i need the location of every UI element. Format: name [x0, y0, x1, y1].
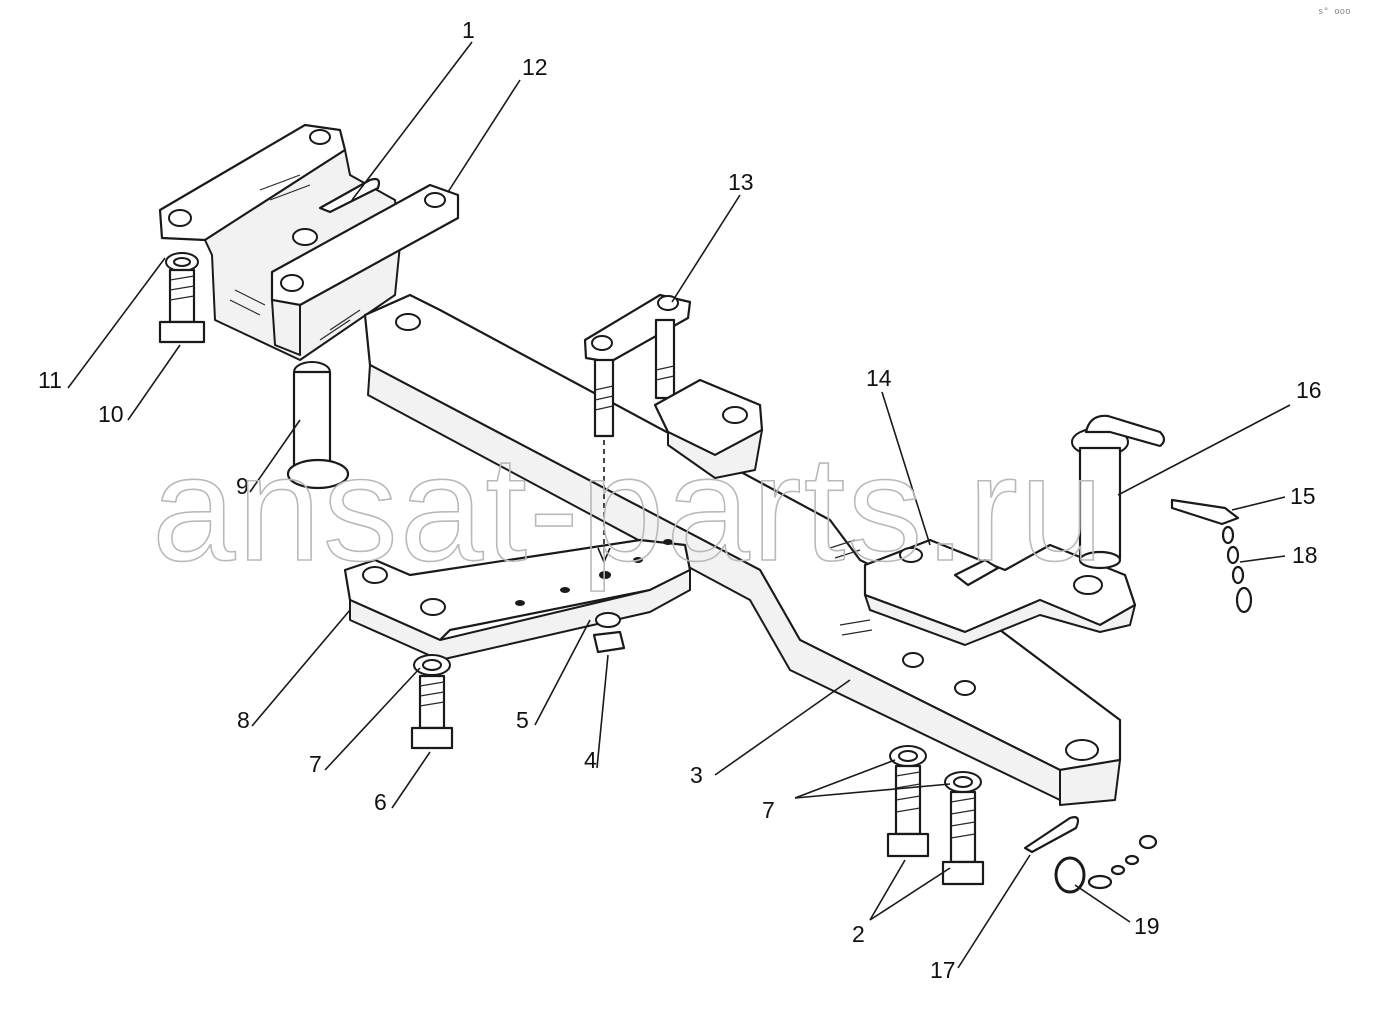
bolt-6	[410, 654, 454, 750]
bolt-2a	[886, 745, 930, 858]
callout-10: 10	[98, 401, 124, 427]
sector-8	[343, 538, 692, 661]
callout-6: 6	[374, 789, 387, 815]
clip-15	[1170, 498, 1240, 526]
clamp-13	[583, 293, 764, 565]
upper-bracket	[158, 123, 460, 361]
callout-15: 15	[1290, 483, 1316, 509]
hitch-block-14	[863, 538, 1137, 646]
nut-4	[592, 612, 626, 654]
callout-12: 12	[522, 54, 548, 80]
callout-14: 14	[866, 365, 892, 391]
bolt-2b	[941, 771, 985, 886]
callout-11: 11	[38, 367, 62, 393]
callout-7-left: 7	[309, 751, 322, 777]
bolt-10	[158, 252, 206, 344]
callout-3: 3	[690, 762, 703, 788]
watermark-text: ansat-parts.ru	[152, 424, 1105, 592]
callout-5: 5	[516, 707, 529, 733]
callout-16: 16	[1296, 377, 1322, 403]
callout-9: 9	[236, 473, 249, 499]
callout-19: 19	[1134, 913, 1160, 939]
callout-4: 4	[584, 747, 597, 773]
pin-16	[1071, 414, 1166, 570]
callouts: 1 12 13 14 16 15 18 11 10 9 8 7 6 5 4 3 …	[38, 17, 1322, 983]
callout-17: 17	[930, 957, 956, 983]
pin-9	[286, 361, 350, 490]
chain-18	[1221, 525, 1253, 614]
callout-1: 1	[462, 17, 475, 43]
callout-7-right: 7	[762, 797, 775, 823]
callout-18: 18	[1292, 542, 1318, 568]
callout-8: 8	[237, 707, 250, 733]
callout-13: 13	[728, 169, 754, 195]
leader-lines	[67, 41, 1291, 969]
drawbar-3	[363, 293, 1122, 806]
cotter-17	[1023, 816, 1080, 854]
callout-2: 2	[852, 921, 865, 947]
ring-19	[1054, 834, 1158, 894]
corner-mark: s° ooo	[1318, 7, 1351, 17]
